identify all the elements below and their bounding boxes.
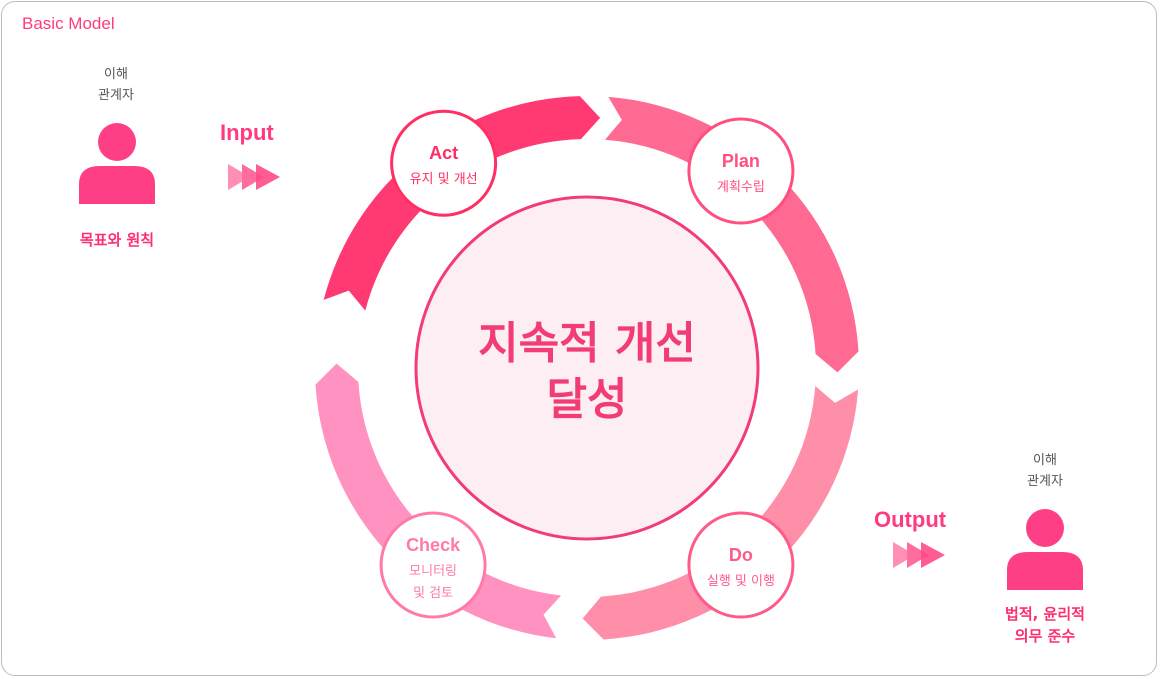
center-text-line-1: 지속적 개선 xyxy=(478,318,696,369)
stage-node-circle xyxy=(687,117,795,225)
stage-node-do: Do 실행 및 이행 xyxy=(687,511,795,619)
input-stakeholder-line-1: 이해 xyxy=(104,67,128,82)
stage-subtitle: 모니터링 xyxy=(409,564,457,579)
output-stakeholder-label: 이해 관계자 xyxy=(985,450,1105,492)
center-circle xyxy=(414,195,760,541)
input-person-icon xyxy=(79,123,155,204)
stage-subtitle: 유지 및 개선 xyxy=(410,172,478,187)
stage-subtitle: 계획수립 xyxy=(717,180,765,195)
output-stakeholder-line-1: 이해 xyxy=(1033,453,1057,468)
input-stakeholder-line-2: 관계자 xyxy=(98,88,134,103)
stage-subtitle: 실행 및 이행 xyxy=(707,573,775,589)
stage-name: Act xyxy=(429,143,458,163)
stage-subtitle: 및 검토 xyxy=(413,586,453,601)
output-stakeholder-line-2: 관계자 xyxy=(1027,474,1063,489)
stage-node-circle xyxy=(390,109,498,217)
center-text-line-2: 달성 xyxy=(547,374,628,425)
input-arrow-icon xyxy=(228,164,280,190)
output-label: Output xyxy=(874,507,947,532)
input-caption: 목표와 원칙 xyxy=(47,229,187,251)
stage-name: Do xyxy=(729,545,753,565)
output-person-icon xyxy=(1007,509,1083,590)
stage-node-act: Act 유지 및 개선 xyxy=(390,109,498,217)
input-caption-line-1: 목표와 원칙 xyxy=(79,231,155,249)
stage-name: Check xyxy=(406,535,461,555)
stage-node-circle xyxy=(379,511,487,619)
stage-name: Plan xyxy=(722,151,760,171)
stage-node-plan: Plan 계획수립 xyxy=(687,117,795,225)
diagram-title: Basic Model xyxy=(22,14,115,33)
output-caption-line-2: 의무 준수 xyxy=(1014,627,1076,645)
input-label: Input xyxy=(220,120,274,145)
stage-node-circle xyxy=(687,511,795,619)
output-caption-line-1: 법적, 윤리적 xyxy=(1005,605,1085,623)
input-stakeholder-label: 이해 관계자 xyxy=(56,64,176,106)
output-arrow-icon xyxy=(893,542,945,568)
output-caption: 법적, 윤리적 의무 준수 xyxy=(975,603,1115,647)
